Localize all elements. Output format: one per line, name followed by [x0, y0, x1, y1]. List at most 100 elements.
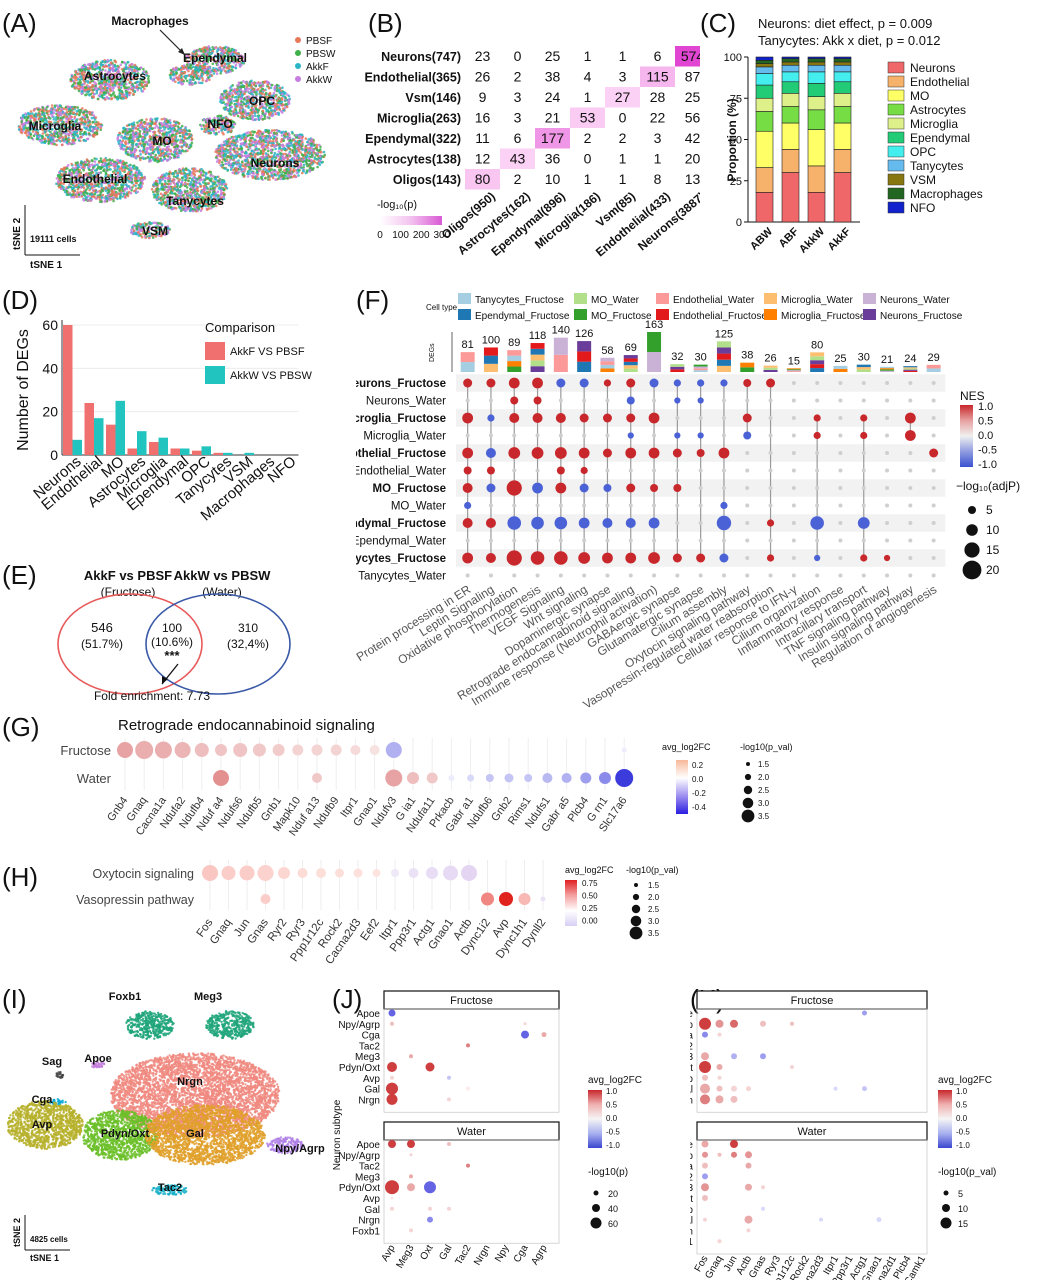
cell-point — [222, 55, 225, 58]
cell-point — [202, 118, 206, 122]
cell-point — [239, 88, 243, 91]
cell-point — [82, 74, 85, 77]
cell-point — [180, 78, 184, 82]
cell-point — [77, 77, 80, 81]
cell-point — [27, 131, 30, 134]
cell-point — [228, 107, 232, 111]
cell-point — [266, 139, 269, 143]
cell-point — [209, 71, 212, 74]
cell-point — [214, 156, 218, 159]
cell-point — [220, 147, 224, 151]
cell-point — [40, 141, 43, 144]
cell-point — [206, 49, 210, 53]
cell-point — [311, 168, 315, 171]
cell-point — [140, 118, 144, 122]
cell-point — [259, 98, 263, 102]
cell-point — [111, 68, 115, 71]
cell-point — [129, 74, 133, 78]
cell-point — [83, 88, 87, 92]
cell-point — [189, 63, 193, 67]
cell-point — [45, 110, 49, 113]
cell-point — [261, 173, 265, 176]
cell-point — [109, 89, 112, 93]
cell-point — [163, 117, 167, 121]
cell-point — [315, 161, 319, 165]
cell-point — [242, 97, 246, 101]
cell-point — [176, 125, 180, 128]
cell-point — [213, 60, 216, 63]
cell-point — [178, 74, 181, 77]
cell-point — [202, 50, 205, 54]
cell-point — [95, 67, 98, 70]
cell-point — [245, 113, 249, 117]
cell-point — [229, 162, 233, 166]
cell-point — [229, 109, 233, 113]
cell-point — [198, 47, 202, 51]
cell-point — [22, 128, 26, 131]
cell-point — [262, 144, 266, 148]
cell-point — [172, 133, 175, 137]
cell-point — [91, 129, 94, 133]
cell-point — [244, 139, 247, 143]
cell-point — [222, 101, 225, 104]
cell-point — [89, 123, 92, 126]
cell-point — [181, 82, 185, 85]
panel-label-j: (J) — [332, 984, 363, 1014]
cell-point — [243, 109, 247, 112]
cell-point — [191, 82, 194, 86]
cell-point — [249, 152, 252, 156]
cell-point — [100, 70, 103, 74]
cell-point — [47, 137, 50, 141]
cell-point — [29, 110, 33, 113]
cell-point — [169, 71, 173, 75]
cell-point — [116, 138, 119, 141]
cell-point — [103, 80, 106, 84]
cell-point — [229, 165, 233, 169]
cell-point — [253, 138, 256, 142]
cell-point — [259, 116, 262, 120]
cell-point — [126, 60, 130, 64]
cell-point — [62, 131, 65, 135]
cell-point — [79, 109, 83, 112]
cell-point — [228, 112, 231, 115]
cell-point — [148, 124, 152, 128]
cell-point — [43, 130, 47, 133]
cell-point — [180, 72, 184, 75]
cell-point — [80, 117, 84, 121]
cell-point — [232, 48, 235, 51]
cell-point — [175, 144, 179, 148]
cell-point — [283, 106, 287, 110]
cell-point — [238, 62, 241, 65]
cell-point — [84, 74, 87, 78]
cell-point — [151, 148, 154, 151]
cell-point — [180, 149, 183, 153]
cell-point — [246, 131, 250, 134]
cell-point — [91, 79, 94, 83]
cell-point — [123, 126, 126, 130]
cell-point — [264, 152, 268, 155]
cell-point — [259, 100, 262, 104]
cell-point — [202, 60, 206, 64]
cell-point — [27, 135, 31, 139]
cell-point — [95, 132, 99, 135]
cell-point — [269, 171, 273, 175]
cell-point — [241, 110, 245, 114]
cell-point — [101, 60, 104, 64]
cell-point — [261, 102, 264, 106]
cell-point — [90, 85, 93, 89]
cell-point — [123, 61, 126, 65]
cell-point — [266, 80, 269, 84]
cell-point — [225, 66, 229, 70]
cell-point — [55, 143, 58, 147]
cell-point — [245, 142, 248, 146]
cell-point — [253, 111, 257, 115]
cell-point — [65, 108, 68, 111]
cell-point — [186, 74, 189, 78]
cell-point — [226, 168, 230, 172]
cell-point — [99, 62, 103, 66]
cell-point — [100, 89, 103, 92]
cell-point — [35, 120, 39, 124]
cell-point — [254, 107, 258, 111]
cell-point — [191, 69, 195, 73]
cell-point — [262, 139, 266, 142]
